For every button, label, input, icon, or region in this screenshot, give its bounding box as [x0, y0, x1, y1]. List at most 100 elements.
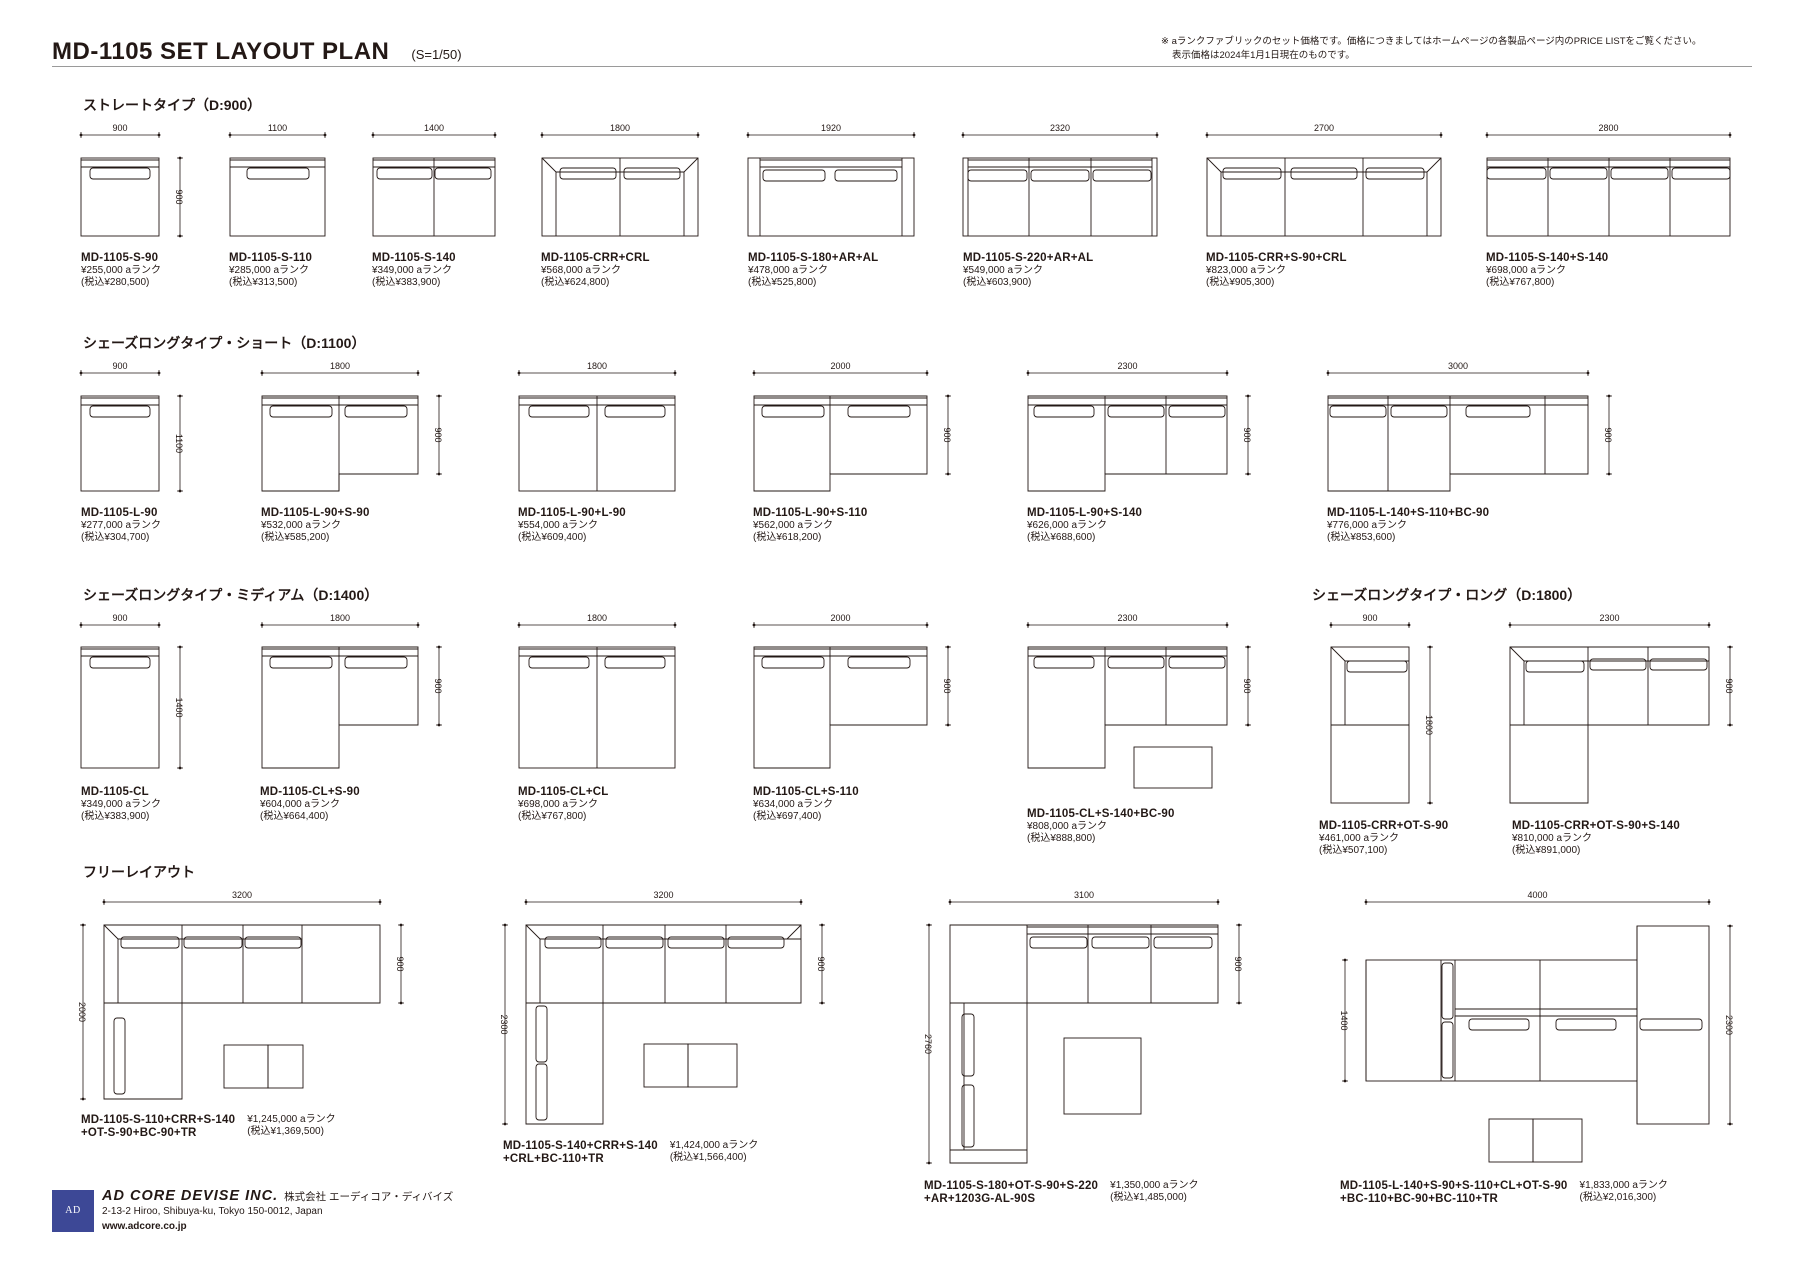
dimension-dot — [517, 623, 521, 627]
product-price: ¥562,000 aランク — [753, 520, 834, 531]
dimension-dot — [961, 133, 965, 137]
back-cushion — [1525, 660, 1585, 673]
product-name-line2: +OT-S-90+BC-90+TR — [81, 1127, 197, 1139]
product-straight-2: MD-1105-S-110¥285,000 aランク(税込¥313,500) — [229, 252, 312, 289]
dimension-dot — [178, 489, 182, 493]
dimension-dot — [178, 645, 182, 649]
depth-dimension-label: 900 — [174, 189, 184, 204]
back-cushion — [376, 167, 433, 180]
dimension-dot — [178, 394, 182, 398]
dimension-dot — [378, 900, 382, 904]
back-cushion — [727, 936, 785, 949]
depth-dimension-label: 2760 — [923, 1034, 933, 1054]
back-cushion — [244, 936, 302, 949]
dimension-dot — [1707, 623, 1711, 627]
dimension-dot — [912, 133, 916, 137]
product-price-block: ¥1,424,000 aランク(税込¥1,566,400) — [670, 1140, 758, 1164]
sofa-outline — [747, 157, 915, 237]
back-cushion — [761, 405, 825, 418]
product-price: ¥532,000 aランク — [261, 520, 342, 531]
product-tax-price: (税込¥888,800) — [1027, 833, 1096, 844]
product-name: MD-1105-CRR+CRL — [541, 252, 650, 264]
product-price: ¥604,000 aランク — [260, 799, 341, 810]
dimension-dot — [1246, 645, 1250, 649]
product-tax-price: (税込¥618,200) — [753, 532, 822, 543]
sofa-outline — [1636, 925, 1710, 1125]
dimension-dot — [1607, 394, 1611, 398]
product-straight-7: MD-1105-CRR+S-90+CRL¥823,000 aランク(税込¥905… — [1206, 252, 1347, 289]
sofa-outline — [1027, 395, 1228, 492]
side-cushion — [961, 1084, 975, 1148]
dimension-dot — [1508, 623, 1512, 627]
product-price: ¥549,000 aランク — [963, 265, 1044, 276]
product-tax-price: (税込¥2,016,300) — [1579, 1192, 1657, 1203]
depth-dimension-label: 2300 — [1724, 1015, 1734, 1035]
depth-dimension-label: 900 — [1603, 427, 1613, 442]
corner-line — [683, 157, 699, 173]
product-medium-1: MD-1105-CL¥349,000 aランク(税込¥383,900) — [81, 786, 161, 823]
back-cushion — [1091, 936, 1150, 949]
corner-line — [1426, 157, 1442, 173]
product-name: MD-1105-S-140 — [372, 252, 456, 264]
product-name: MD-1105-CRR+OT-S-90+S-140 — [1512, 820, 1680, 832]
depth-dimension-label: 1400 — [1339, 1010, 1349, 1030]
back-cushion — [344, 656, 408, 669]
dimension-dot — [157, 623, 161, 627]
sofa-outline — [103, 924, 381, 1100]
company-logo: AD CORE — [52, 1190, 94, 1258]
price-note-line2: 表示価格は2024年1月1日現在のものです。 — [1172, 50, 1355, 61]
corner-line — [1206, 157, 1222, 173]
product-tax-price: (税込¥304,700) — [81, 532, 150, 543]
dimension-dot — [696, 133, 700, 137]
product-tax-price: (税込¥688,600) — [1027, 532, 1096, 543]
product-price: ¥1,424,000 aランク — [669, 1140, 759, 1151]
product-straight-8: MD-1105-S-140+S-140¥698,000 aランク(税込¥767,… — [1486, 252, 1608, 289]
dimension-dot — [1485, 133, 1489, 137]
back-cushion — [1329, 405, 1387, 418]
width-dimension-label: 3100 — [1074, 890, 1094, 900]
back-cushion — [1671, 167, 1731, 180]
dimension-dot — [927, 1161, 931, 1165]
depth-dimension-label: 900 — [1242, 427, 1252, 442]
product-tax-price: (税込¥1,566,400) — [669, 1152, 747, 1163]
back-cushion — [183, 936, 243, 949]
product-medium-3: MD-1105-CL+CL¥698,000 aランク(税込¥767,800) — [518, 786, 608, 823]
back-cushion — [623, 167, 681, 180]
dimension-dot — [1225, 371, 1229, 375]
sofa-outline — [962, 157, 1158, 237]
back-cushion — [528, 656, 590, 669]
width-dimension-label: 2000 — [830, 613, 850, 623]
company-website-link[interactable]: www.adcore.co.jp — [102, 1221, 187, 1232]
depth-dimension-label: 900 — [816, 956, 826, 971]
company-name-ja: 株式会社 エーディコア・ディバイズ — [284, 1191, 454, 1203]
product-straight-3: MD-1105-S-140¥349,000 aランク(税込¥383,900) — [372, 252, 456, 289]
product-price: ¥1,350,000 aランク — [1110, 1180, 1199, 1191]
back-cushion — [1589, 658, 1647, 671]
dimension-dot — [178, 156, 182, 160]
back-cushion — [434, 167, 492, 180]
width-dimension-label: 2300 — [1117, 361, 1137, 371]
back-cushion — [89, 167, 151, 180]
product-name-line2: +BC-110+BC-90+BC-110+TR — [1340, 1193, 1499, 1205]
table-outline — [1488, 1118, 1534, 1163]
product-price: ¥698,000 aランク — [518, 799, 599, 810]
dimension-dot — [1428, 801, 1432, 805]
product-short-4: MD-1105-L-90+S-110¥562,000 aランク(税込¥618,2… — [753, 507, 868, 544]
dimension-dot — [260, 623, 264, 627]
product-name-line2: +CRL+BC-110+TR — [503, 1153, 604, 1165]
table-outline — [1532, 1118, 1583, 1163]
product-straight-5: MD-1105-S-180+AR+AL¥478,000 aランク(税込¥525,… — [748, 252, 878, 289]
product-long-1: MD-1105-CRR+OT-S-90¥461,000 aランク(税込¥507,… — [1319, 820, 1448, 857]
sofa-outline — [753, 395, 928, 492]
width-dimension-label: 1920 — [821, 123, 841, 133]
sofa-outline — [80, 395, 160, 492]
dimension-dot — [925, 371, 929, 375]
side-cushion — [535, 1005, 548, 1063]
dimension-dot — [493, 133, 497, 137]
width-dimension-label: 4000 — [1527, 890, 1547, 900]
dimension-dot — [673, 371, 677, 375]
dimension-dot — [524, 900, 528, 904]
product-price-block: ¥1,350,000 aランク(税込¥1,485,000) — [1110, 1180, 1198, 1204]
back-cushion — [1390, 405, 1448, 418]
